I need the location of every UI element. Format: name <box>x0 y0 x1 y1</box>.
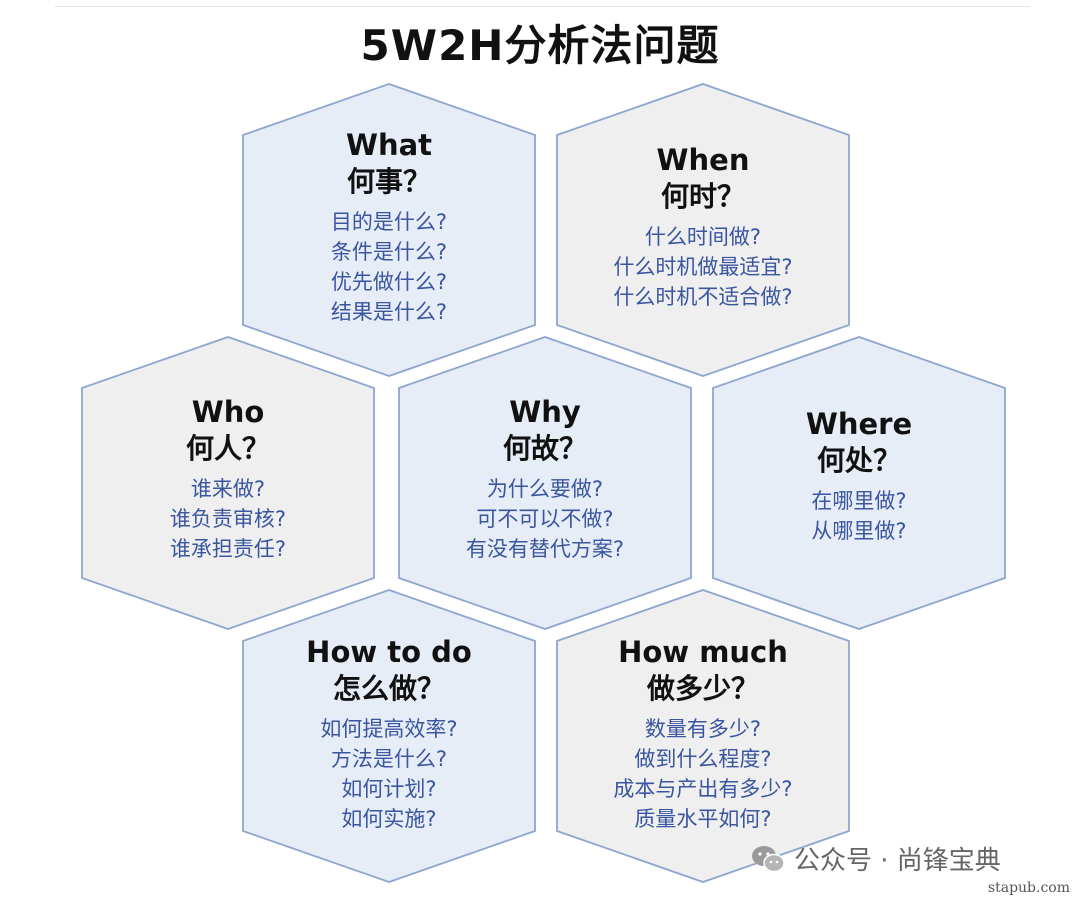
hexagon-english-label: How to do <box>306 635 472 669</box>
hexagon-chinese-label: 何事？ <box>346 165 431 198</box>
hexagon-where <box>712 336 1006 630</box>
hexagon-question: 方法是什么? <box>330 747 448 771</box>
diagram-title: 5W2H分析法问题 <box>360 21 720 70</box>
hexagon-question: 目的是什么? <box>330 210 448 234</box>
hexagon-chinese-label: 何人？ <box>185 432 270 465</box>
hexagon-chinese-label: 怎么做？ <box>332 672 445 705</box>
hexagon-english-label: How much <box>618 635 788 669</box>
site-url: stapub.com <box>987 880 1070 896</box>
hexagon-why <box>398 336 692 630</box>
hexagon-question: 如何实施? <box>341 807 437 831</box>
hexagon-question: 谁承担责任? <box>169 537 287 561</box>
hexagon-chinese-label: 何处？ <box>816 444 901 477</box>
hexagon-who <box>81 336 375 630</box>
hexagon-question: 条件是什么? <box>330 240 448 264</box>
hexagon-chinese-label: 何时？ <box>660 180 745 213</box>
hexagon-question: 结果是什么? <box>330 300 448 324</box>
hexagon-chinese-label: 何故？ <box>502 432 587 465</box>
hexagon-english-label: Why <box>509 395 581 429</box>
hexagon-question: 做到什么程度? <box>634 747 772 771</box>
hexagon-question: 如何提高效率? <box>320 717 458 741</box>
hexagon-when <box>556 83 850 377</box>
hexagon-question: 如何计划? <box>341 777 437 801</box>
watermark: 公众号 · 尚锋宝典 <box>750 840 1001 877</box>
wechat-icon <box>752 845 785 872</box>
hexagon-question: 谁来做? <box>190 477 266 501</box>
hexagon-question: 有没有替代方案? <box>465 537 625 561</box>
hexagon-question: 为什么要做? <box>486 477 604 501</box>
hexagon-question: 质量水平如何? <box>634 807 772 831</box>
hexagon-english-label: Where <box>805 407 913 441</box>
hexagon-question: 数量有多少? <box>644 717 762 741</box>
hexagon-how-to-do <box>242 589 536 883</box>
hexagon-what <box>242 83 536 377</box>
hexagon-question: 什么时机做最适宜? <box>613 255 793 279</box>
hexagon-how-much <box>556 589 850 883</box>
hexagon-english-label: Who <box>191 395 265 429</box>
hexagon-question: 可不可以不做? <box>476 507 614 531</box>
hexagon-english-label: What <box>345 128 433 162</box>
hexagon-chinese-label: 做多少？ <box>646 672 759 705</box>
top-divider <box>55 6 1030 7</box>
hexagon-question: 从哪里做? <box>811 519 907 543</box>
watermark-text: 公众号 · 尚锋宝典 <box>794 846 1001 876</box>
hexagon-question: 谁负责审核? <box>169 507 287 531</box>
hexagon-question: 什么时机不适合做? <box>613 285 793 309</box>
hexagon-question: 什么时间做? <box>644 225 762 249</box>
hexagon-question: 在哪里做? <box>811 489 907 513</box>
hexagon-english-label: When <box>656 143 750 177</box>
hexagon-question: 成本与产出有多少? <box>613 777 793 801</box>
hexagon-question: 优先做什么? <box>330 270 448 294</box>
